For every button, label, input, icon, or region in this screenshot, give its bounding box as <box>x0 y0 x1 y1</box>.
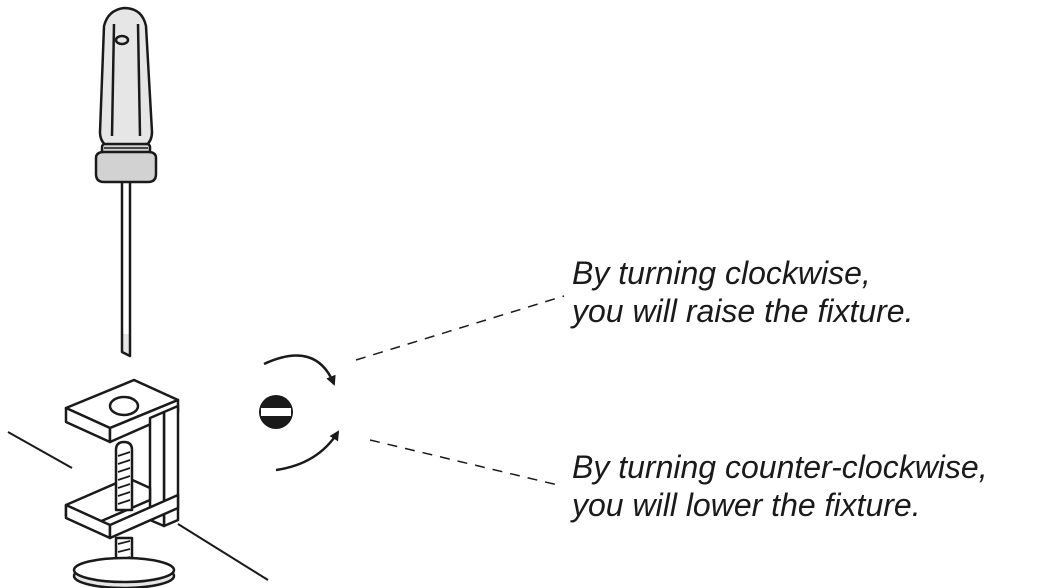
c-clamp-icon <box>64 378 180 588</box>
clockwise-line-1: By turning clockwise, <box>572 255 871 291</box>
leader-line-clockwise <box>355 295 565 361</box>
clockwise-line-2: you will raise the fixture. <box>572 293 914 329</box>
counter-clockwise-instruction: By turning counter-clockwise, you will l… <box>572 448 988 524</box>
rotation-arrows <box>263 354 340 472</box>
leader-lines <box>355 295 565 487</box>
clockwise-instruction: By turning clockwise, you will raise the… <box>572 254 913 330</box>
screwdriver-icon <box>94 6 158 358</box>
counter-clockwise-line-1: By turning counter-clockwise, <box>572 449 988 485</box>
slotted-screw-head-icon <box>259 395 293 429</box>
leader-line-counter-clockwise <box>369 439 563 487</box>
clockwise-arrow-icon <box>263 354 336 386</box>
counter-clockwise-line-2: you will lower the fixture. <box>572 487 921 523</box>
table-edge <box>7 431 269 581</box>
counter-clockwise-arrow-icon <box>275 430 340 472</box>
